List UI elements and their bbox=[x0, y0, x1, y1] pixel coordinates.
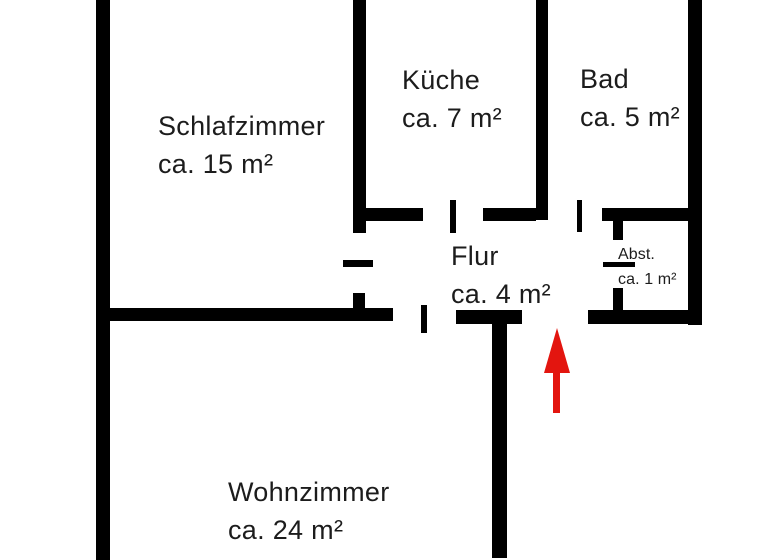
wall-abstellraum-left-upper bbox=[613, 221, 623, 240]
room-name: Bad bbox=[580, 64, 629, 94]
room-label-kueche: Küche ca. 7 m² bbox=[402, 61, 502, 137]
wall-flur-top-west bbox=[366, 208, 423, 221]
wall-schlafzimmer-kueche bbox=[353, 0, 366, 233]
room-label-bad: Bad ca. 5 m² bbox=[580, 60, 680, 136]
room-area: ca. 15 m² bbox=[158, 149, 274, 179]
wall-outer-right bbox=[688, 0, 702, 325]
room-name: Küche bbox=[402, 65, 481, 95]
room-label-flur: Flur ca. 4 m² bbox=[451, 237, 551, 313]
wall-abstellraum-bottom bbox=[588, 310, 690, 324]
room-area: ca. 5 m² bbox=[580, 102, 680, 132]
room-name: Abst. bbox=[618, 246, 655, 263]
wall-flur-top-mid bbox=[483, 208, 536, 221]
room-label-schlafzimmer: Schlafzimmer ca. 15 m² bbox=[158, 107, 325, 183]
wall-outer-left bbox=[96, 0, 110, 560]
door-marker-wohnzimmer bbox=[421, 305, 427, 333]
room-name: Wohnzimmer bbox=[228, 477, 390, 507]
wall-kueche-bad bbox=[536, 0, 548, 220]
room-name: Schlafzimmer bbox=[158, 111, 326, 141]
door-marker-schlafzimmer bbox=[343, 260, 373, 267]
door-marker-abstellraum bbox=[603, 262, 635, 267]
door-marker-kueche bbox=[450, 200, 456, 233]
room-area: ca. 24 m² bbox=[228, 515, 344, 545]
entrance-arrow-icon bbox=[544, 328, 570, 373]
wall-abstellraum-left-lower bbox=[613, 288, 623, 311]
room-area: ca. 1 m² bbox=[618, 271, 677, 288]
room-name: Flur bbox=[451, 241, 499, 271]
entrance-arrow-shaft bbox=[553, 371, 560, 413]
room-label-wohnzimmer: Wohnzimmer ca. 24 m² bbox=[228, 473, 390, 549]
wall-schlafzimmer-stub bbox=[353, 293, 365, 308]
room-label-abstellraum: Abst. ca. 1 m² bbox=[618, 242, 677, 292]
wall-flur-bottom-west bbox=[108, 308, 393, 321]
wall-flur-top-east bbox=[602, 208, 690, 221]
room-area: ca. 7 m² bbox=[402, 103, 502, 133]
wall-wohnzimmer-right bbox=[492, 317, 507, 558]
room-area: ca. 4 m² bbox=[451, 279, 551, 309]
door-marker-bad bbox=[577, 200, 582, 232]
